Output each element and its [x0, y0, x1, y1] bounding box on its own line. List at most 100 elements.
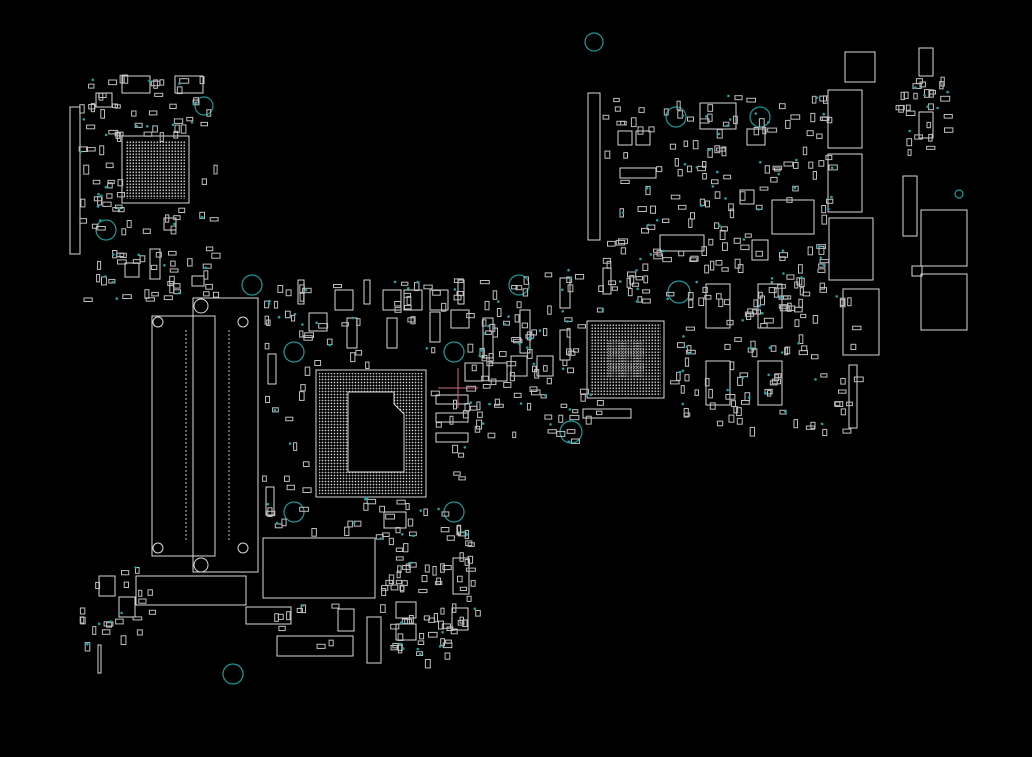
passive-component[interactable] [419, 633, 425, 640]
passive-component[interactable] [395, 579, 402, 585]
passive-component[interactable] [132, 616, 143, 621]
passive-component[interactable] [356, 318, 361, 326]
passive-component[interactable] [687, 292, 694, 300]
passive-component[interactable] [266, 510, 276, 517]
passive-component[interactable] [120, 635, 127, 645]
connector[interactable] [844, 51, 876, 83]
passive-component[interactable] [719, 230, 726, 240]
passive-component[interactable] [410, 316, 416, 325]
component[interactable] [124, 262, 140, 278]
passive-component[interactable] [694, 389, 699, 396]
passive-component[interactable] [200, 121, 208, 127]
passive-component[interactable] [509, 371, 515, 382]
passive-component[interactable] [699, 198, 706, 206]
memory-chip[interactable] [757, 360, 783, 406]
passive-component[interactable] [213, 164, 218, 175]
passive-component[interactable] [423, 284, 433, 290]
passive-component[interactable] [278, 625, 286, 632]
passive-component[interactable] [722, 242, 728, 251]
component[interactable] [464, 362, 484, 382]
passive-component[interactable] [677, 168, 683, 177]
passive-component[interactable] [494, 398, 500, 406]
passive-component[interactable] [136, 629, 143, 636]
passive-component[interactable] [302, 487, 312, 493]
passive-component[interactable] [686, 165, 693, 173]
passive-component[interactable] [424, 659, 431, 669]
passive-component[interactable] [123, 581, 129, 588]
passive-component[interactable] [418, 588, 428, 594]
passive-component[interactable] [93, 196, 103, 202]
passive-component[interactable] [299, 506, 309, 512]
passive-component[interactable] [611, 286, 618, 291]
passive-component[interactable] [479, 348, 485, 358]
memory-chip[interactable] [705, 283, 731, 329]
passive-component[interactable] [395, 556, 404, 561]
passive-component[interactable] [820, 373, 828, 378]
passive-component[interactable] [379, 505, 386, 513]
passive-component[interactable] [408, 562, 417, 568]
passive-component[interactable] [790, 114, 801, 120]
connector[interactable] [827, 89, 863, 149]
passive-component[interactable] [79, 218, 88, 224]
passive-component[interactable] [476, 419, 483, 430]
passive-component[interactable] [78, 146, 88, 152]
passive-component[interactable] [715, 259, 723, 266]
passive-component[interactable] [943, 114, 953, 119]
passive-component[interactable] [299, 284, 305, 294]
passive-component[interactable] [353, 520, 362, 527]
passive-component[interactable] [153, 79, 158, 89]
passive-component[interactable] [138, 598, 147, 604]
passive-component[interactable] [770, 176, 778, 183]
passive-component[interactable] [423, 508, 428, 516]
passive-component[interactable] [705, 200, 710, 208]
passive-component[interactable] [433, 613, 438, 623]
passive-component[interactable] [716, 129, 723, 139]
passive-component[interactable] [940, 76, 945, 87]
passive-component[interactable] [465, 540, 473, 547]
passive-component[interactable] [86, 124, 96, 130]
passive-component[interactable] [79, 607, 86, 615]
passive-component[interactable] [944, 127, 954, 133]
passive-component[interactable] [811, 354, 819, 360]
passive-component[interactable] [812, 315, 819, 324]
passive-component[interactable] [512, 431, 517, 439]
passive-component[interactable] [436, 577, 442, 585]
passive-component[interactable] [637, 206, 647, 213]
component[interactable] [452, 557, 470, 595]
passive-component[interactable] [567, 350, 576, 356]
mounting-hole[interactable] [95, 219, 117, 241]
passive-component[interactable] [850, 343, 857, 350]
edge-connector-mid[interactable] [587, 92, 601, 241]
passive-component[interactable] [121, 570, 130, 576]
passive-component[interactable] [641, 227, 649, 234]
passive-component[interactable] [740, 244, 750, 251]
passive-component[interactable] [88, 104, 96, 110]
passive-component[interactable] [514, 314, 520, 323]
component[interactable] [267, 353, 277, 385]
passive-component[interactable] [404, 305, 412, 310]
passive-component[interactable] [825, 154, 833, 161]
passive-component[interactable] [80, 616, 86, 625]
usb-connector[interactable] [920, 209, 968, 267]
edge-connector-left[interactable] [69, 106, 81, 255]
passive-component[interactable] [168, 250, 177, 256]
passive-component[interactable] [96, 226, 106, 231]
passive-component[interactable] [547, 305, 552, 315]
passive-component[interactable] [143, 131, 153, 137]
passive-component[interactable] [912, 83, 922, 89]
passive-component[interactable] [302, 287, 312, 294]
mounting-hole[interactable] [508, 274, 530, 296]
passive-component[interactable] [106, 622, 113, 628]
passive-component[interactable] [751, 348, 758, 358]
component[interactable] [848, 364, 858, 429]
passive-component[interactable] [558, 414, 564, 423]
passive-component[interactable] [481, 319, 487, 327]
pch-bga-chip[interactable] [586, 320, 665, 399]
passive-component[interactable] [205, 246, 214, 252]
passive-component[interactable] [828, 164, 838, 171]
passive-component[interactable] [914, 134, 923, 140]
passive-component[interactable] [174, 124, 180, 133]
passive-component[interactable] [656, 250, 663, 257]
passive-component[interactable] [101, 629, 111, 635]
passive-component[interactable] [385, 579, 394, 586]
